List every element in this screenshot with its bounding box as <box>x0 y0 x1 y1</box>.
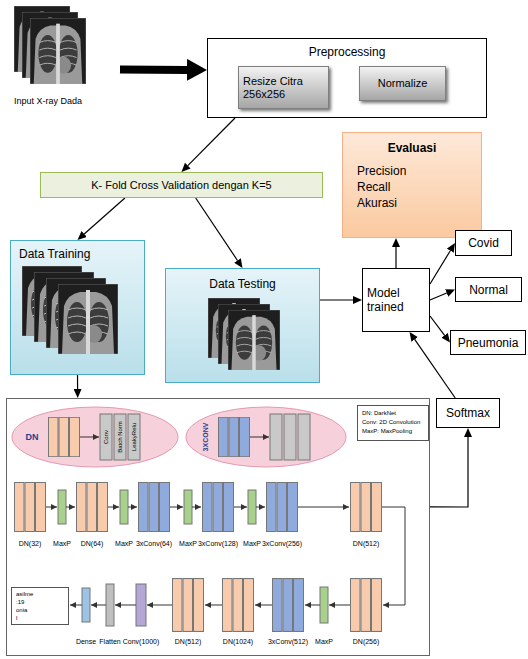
evaluation-box: EvaluasiPrecision Recall Akurasi <box>342 132 482 238</box>
output-text: asilme <box>16 590 64 598</box>
output-text: onia <box>16 606 64 614</box>
layer-label: Conv(1000) <box>123 637 160 646</box>
connector <box>430 437 468 507</box>
layer-label: 3xConv(128) <box>198 539 238 548</box>
layer-label: DN(64) <box>81 539 104 548</box>
box-title: Preprocessing <box>208 39 486 59</box>
process-box: PreprocessingResize Citra 256x256 Normali… <box>207 38 487 118</box>
step-box: Normalize <box>359 66 446 101</box>
class-box: Covid <box>455 230 512 256</box>
connector <box>430 316 445 335</box>
layer-name: Batch Norm <box>117 421 123 453</box>
box-text: Evaluasi <box>357 141 467 155</box>
abbreviation-box: DN: DarkNetConv: 2D ConvolutionMaxP: Max… <box>357 405 429 441</box>
layer-name: Conv <box>103 430 109 444</box>
connector <box>320 299 353 300</box>
class-label: Covid <box>468 236 499 250</box>
image-caption: Input X-ray Dada <box>14 96 82 107</box>
connector <box>395 247 396 268</box>
layer-label: MaxP <box>315 637 333 646</box>
network-panel: DN(32)MaxPDN(64)MaxP3xConv(64)MaxP3xConv… <box>6 398 430 656</box>
process-box: K- Fold Cross Validation dengan K=5 <box>40 172 323 198</box>
layer-label: Flatten <box>99 637 120 646</box>
layer-label: DN(32) <box>19 539 42 548</box>
abbreviation: Conv: 2D Convolution <box>362 418 424 427</box>
class-box: Pneumonia <box>450 330 526 355</box>
layer-label: MaxP <box>53 539 71 548</box>
connector <box>77 375 78 389</box>
module-name: 3XCONV <box>202 423 209 452</box>
layer-label: DN(256) <box>353 637 379 646</box>
step-label: Resize Citra 256x256 <box>243 75 324 101</box>
box-title: Data Testing <box>174 277 311 291</box>
box-label: Softmax <box>446 406 490 420</box>
softmax-box: Softmax <box>436 398 500 428</box>
layer-label: MaxP <box>115 539 133 548</box>
box-label: Model trained <box>367 286 425 314</box>
connector <box>196 198 238 261</box>
layer-label: DN(1024) <box>223 637 253 646</box>
output-text: l <box>16 614 64 622</box>
layer-label: DN(512) <box>175 637 201 646</box>
layer-label: 3xConv(64) <box>136 539 172 548</box>
output-text: :19 <box>16 598 64 606</box>
connector <box>430 293 447 300</box>
class-label: Normal <box>469 283 508 297</box>
connector <box>188 118 235 166</box>
layer-label: 3xConv(512) <box>268 637 308 646</box>
module-name: DN <box>26 433 39 442</box>
connector <box>430 251 450 284</box>
step-label: Normalize <box>378 77 428 90</box>
box-title: Data Training <box>19 247 136 261</box>
data-box: Data Training <box>10 240 145 375</box>
data-box: Data Testing <box>165 268 320 383</box>
connector <box>84 198 125 234</box>
output-box: asilme:19onial <box>11 587 69 625</box>
step-box: Resize Citra 256x256 <box>238 66 329 109</box>
layer-label: Dense <box>76 637 96 646</box>
layer-label: MaxP <box>179 539 197 548</box>
model-box: Model trained <box>362 268 430 332</box>
abbreviation: MaxP: MaxPooling <box>362 427 424 436</box>
box-label: K- Fold Cross Validation dengan K=5 <box>91 179 272 191</box>
layer-name: LeakyRelu <box>131 423 137 451</box>
connector <box>120 66 187 74</box>
layer-label: MaxP <box>243 539 261 548</box>
class-box: Normal <box>455 277 522 302</box>
abbreviation: DN: DarkNet <box>362 409 424 418</box>
class-label: Pneumonia <box>458 336 519 350</box>
layer-label: DN(512) <box>353 539 379 548</box>
layer-label: 3xConv(256) <box>262 539 302 548</box>
input-image: Input X-ray Dada <box>8 4 120 108</box>
box-text: Precision Recall Akurasi <box>357 163 406 211</box>
